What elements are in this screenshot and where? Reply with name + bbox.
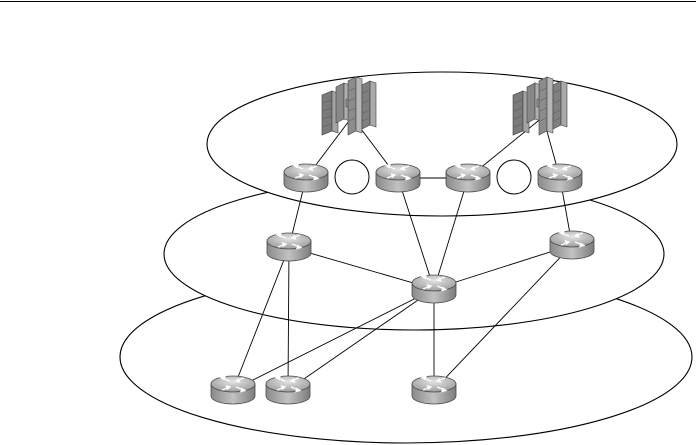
link-d1-d2: [288, 246, 435, 290]
link-d1-a2: [287, 246, 290, 391]
link-d2-d3: [433, 244, 573, 290]
link-d2-a1: [232, 288, 435, 391]
link-d1-a1: [232, 246, 290, 391]
router-icon-c3: [445, 163, 491, 193]
router-icon-c4: [537, 163, 583, 193]
page-top-rule: [0, 1, 696, 2]
router-icon-d3: [549, 230, 595, 260]
link-c2-d2: [397, 177, 435, 290]
core-layer-ring: [206, 71, 678, 217]
redundancy-loop-c1-c2: [334, 159, 370, 195]
link-d2-a2: [287, 288, 435, 391]
router-icon-d2: [411, 274, 457, 304]
redundancy-loop-c3-c4: [496, 159, 532, 195]
link-c3-d2: [433, 177, 469, 290]
router-icon-d1: [266, 232, 312, 262]
router-icon-a2: [265, 375, 311, 405]
link-d3-a3: [433, 244, 573, 391]
router-icon-a3: [411, 375, 457, 405]
router-icon-c1: [283, 163, 329, 193]
router-icon-a1: [210, 375, 256, 405]
router-icon-c2: [375, 163, 421, 193]
